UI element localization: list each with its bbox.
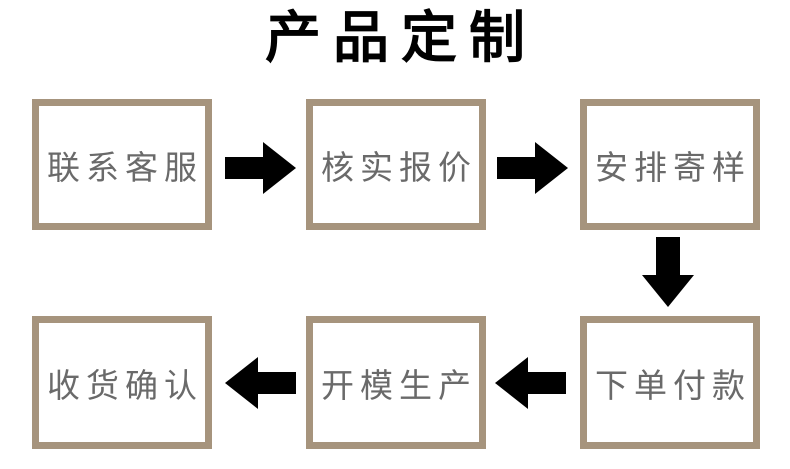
step-label: 下单付款 <box>595 366 751 404</box>
step-label: 联系客服 <box>47 148 203 186</box>
step-label: 收货确认 <box>47 366 203 404</box>
arrow-right-icon <box>225 142 296 194</box>
step-box-arrange-sample: 安排寄样 <box>580 99 760 230</box>
arrow-right-icon <box>497 142 568 194</box>
step-box-contact-service: 联系客服 <box>32 99 212 230</box>
step-label: 安排寄样 <box>595 148 751 186</box>
page-title: 产品定制 <box>265 6 537 69</box>
step-label: 开模生产 <box>321 366 477 404</box>
arrow-left-icon <box>225 357 296 409</box>
step-box-place-order-pay: 下单付款 <box>580 316 760 449</box>
step-box-verify-quote: 核实报价 <box>306 99 486 230</box>
arrow-down-icon <box>642 237 694 307</box>
arrow-left-icon <box>495 357 566 409</box>
step-label: 核实报价 <box>321 148 477 186</box>
step-box-mold-production: 开模生产 <box>306 316 486 449</box>
step-box-receipt-confirm: 收货确认 <box>32 316 212 449</box>
